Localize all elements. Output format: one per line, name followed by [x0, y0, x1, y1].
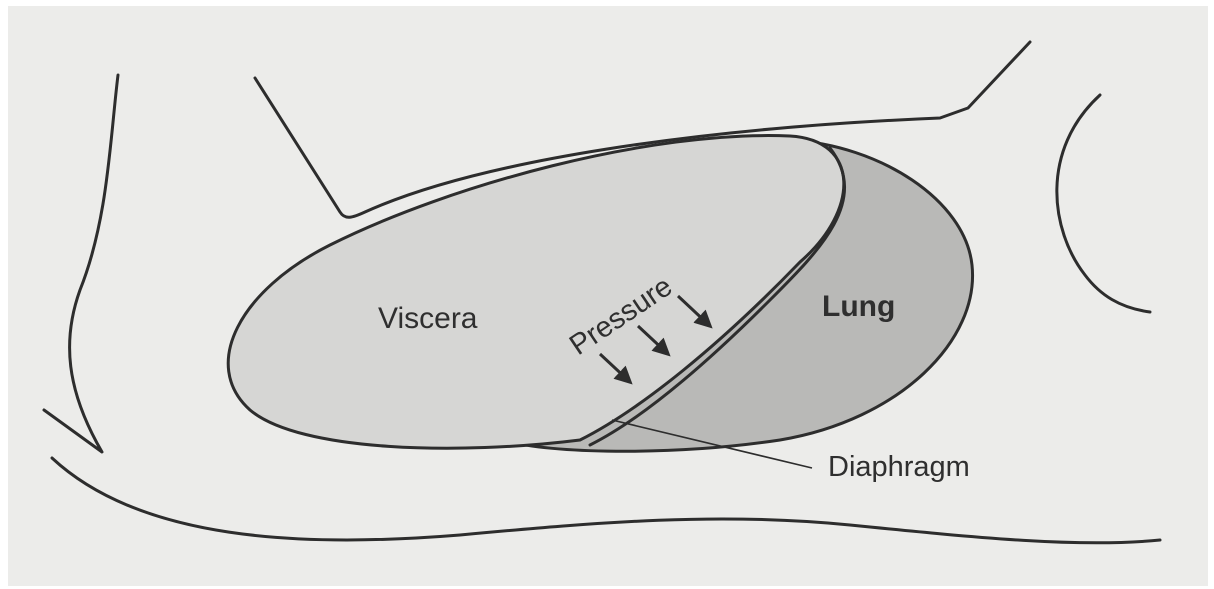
label-diaphragm: Diaphragm	[828, 451, 970, 483]
label-viscera: Viscera	[378, 302, 478, 335]
label-lung: Lung	[822, 290, 895, 323]
